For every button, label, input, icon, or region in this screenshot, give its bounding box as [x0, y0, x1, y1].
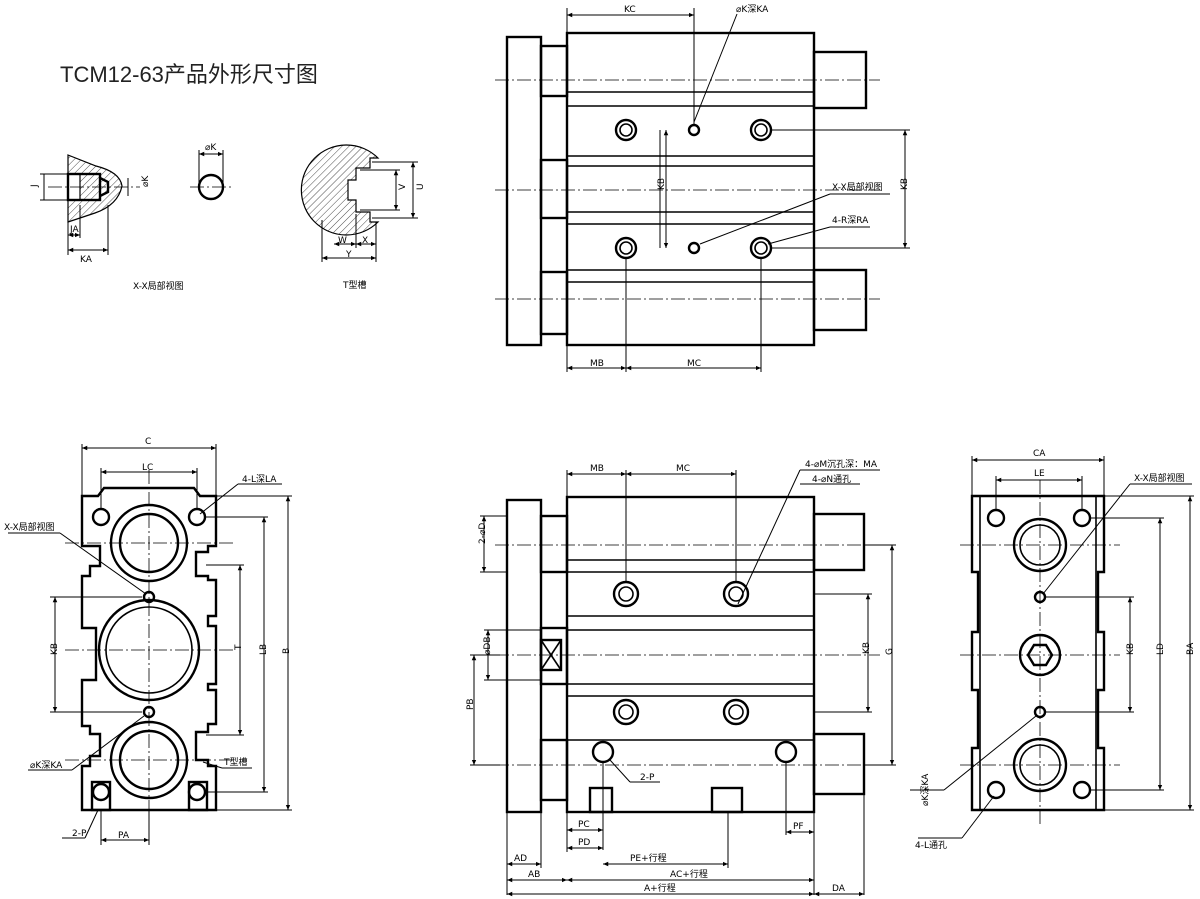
dim-KC: KC	[624, 5, 636, 15]
label-4N-through: 4-⌀N通孔	[812, 474, 851, 485]
dim-KB-left: KB	[657, 178, 667, 190]
top-view: KC ⌀K深KA KB KB X-X局部视图 4-R深RA MB MC	[495, 4, 910, 372]
rear-view: CA LE X-X局部视图 KB LD BA ⌀K深KA 4-L通孔	[910, 449, 1196, 851]
dim-MC: MC	[676, 464, 690, 474]
t-slot-detail: U V W X Y T型槽	[300, 144, 426, 291]
dim-phiK-small: ⌀K	[205, 143, 217, 153]
dim-KB: KB	[50, 643, 60, 655]
dim-JA: JA	[69, 225, 79, 235]
dim-AD: AD	[514, 854, 527, 864]
label-phiK-depth: ⌀K深KA	[30, 760, 63, 771]
dim-DA: DA	[832, 884, 846, 894]
t-slot-caption: T型槽	[342, 279, 367, 291]
dim-KB: KB	[862, 642, 872, 654]
label-t-slot: T型槽	[223, 756, 248, 768]
dim-DB: ⌀DB	[483, 636, 493, 655]
side-view: MB MC 4-⌀M沉孔深：MA 4-⌀N通孔 2-⌀D ⌀DB PB KB G…	[466, 459, 896, 897]
dim-PA: PA	[118, 831, 130, 841]
label-phiK-depth: ⌀K深KA	[736, 4, 769, 15]
dim-PF: PF	[793, 822, 804, 832]
dim-J: J	[30, 184, 40, 188]
dim-KB-right: KB	[900, 178, 910, 190]
dim-C: C	[145, 437, 151, 447]
dim-phiK: ⌀K	[141, 175, 151, 187]
dim-KA: KA	[80, 255, 93, 265]
label-4M-counterbore: 4-⌀M沉孔深：MA	[805, 459, 878, 470]
label-4R-depth: 4-R深RA	[832, 215, 869, 226]
dim-LE: LE	[1034, 469, 1045, 479]
dim-B: B	[282, 648, 292, 654]
label-2P: 2-P	[640, 773, 655, 783]
drawing-title: TCM12-63产品外形尺寸图	[60, 62, 318, 87]
dim-LB: LB	[259, 644, 269, 655]
dim-AB: AB	[528, 870, 540, 880]
dim-CA: CA	[1033, 449, 1046, 459]
dim-V: V	[398, 183, 408, 190]
dim-PB: PB	[466, 698, 476, 710]
label-4L-depth: 4-L深LA	[242, 474, 277, 485]
dim-MB: MB	[590, 359, 604, 369]
dim-Y: Y	[345, 250, 352, 260]
dim-U: U	[416, 183, 426, 190]
dim-A-stroke: A+行程	[644, 882, 676, 894]
label-4L-through: 4-L通孔	[915, 840, 947, 851]
label-xx-view: X-X局部视图	[1134, 472, 1185, 484]
dim-2D: 2-⌀D	[478, 523, 488, 544]
dim-MC: MC	[687, 359, 701, 369]
label-xx-view: X-X局部视图	[832, 181, 883, 193]
xx-partial-view-detail: J JA KA ⌀K X-X局部视图	[30, 154, 184, 292]
dim-T: T	[234, 644, 244, 651]
dim-PC: PC	[578, 820, 590, 830]
dim-W: W	[338, 236, 347, 246]
dim-LC: LC	[142, 463, 153, 473]
xx-caption: X-X局部视图	[133, 280, 184, 292]
dim-LD: LD	[1156, 643, 1166, 655]
end-view: C LC 4-L深LA X-X局部视图 KB T LB B ⌀K深KA T型槽 …	[4, 437, 292, 845]
hole-detail: ⌀K	[190, 143, 232, 201]
label-2P: 2-P	[72, 829, 87, 839]
label-phiK-depth: ⌀K深KA	[920, 773, 931, 806]
dim-PE-stroke: PE+行程	[630, 852, 667, 864]
dim-AC-stroke: AC+行程	[670, 868, 708, 880]
dim-KB: KB	[1126, 643, 1136, 655]
dim-MB: MB	[590, 464, 604, 474]
dim-X: X	[362, 236, 368, 246]
dim-BA: BA	[1186, 642, 1196, 655]
dim-G: G	[885, 648, 895, 655]
dim-PD: PD	[578, 838, 590, 848]
label-xx-view: X-X局部视图	[4, 521, 55, 533]
